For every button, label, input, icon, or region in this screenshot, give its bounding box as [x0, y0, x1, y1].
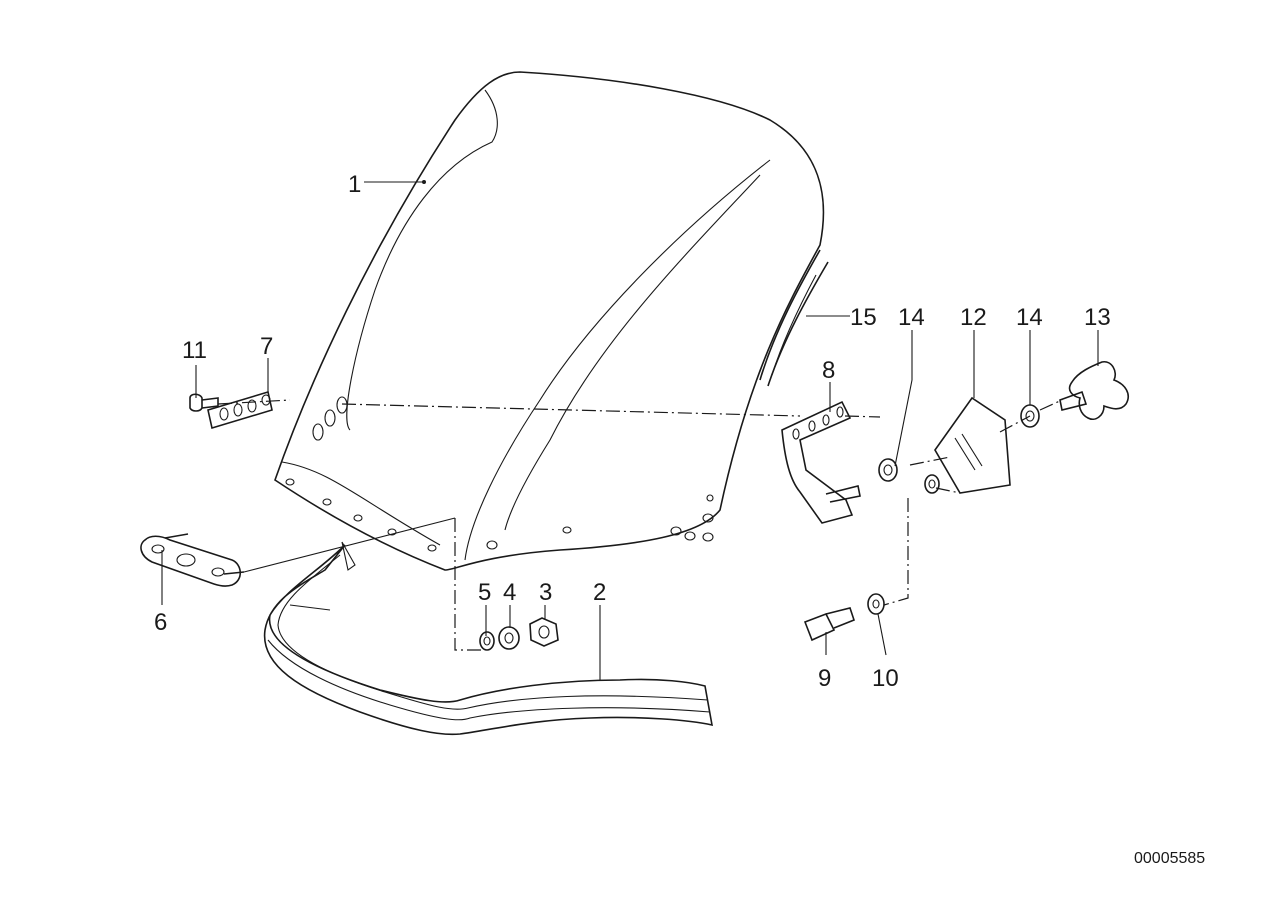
washer-part-f	[479, 631, 495, 651]
assembly-lines	[217, 399, 1063, 651]
callout-11: 11	[182, 337, 207, 364]
windscreen-part	[274, 71, 825, 571]
edge-seal-part	[263, 541, 714, 736]
washer-part-e	[498, 626, 520, 650]
callout-7: 7	[260, 333, 273, 360]
callout-8: 8	[822, 357, 835, 384]
washer-part-d	[867, 593, 885, 615]
leader-lines	[161, 180, 1099, 680]
callout-12: 12	[960, 304, 987, 331]
washer-part-a	[878, 458, 898, 482]
document-number: 00005585	[1134, 850, 1205, 867]
callout-14-left: 14	[898, 304, 925, 331]
screw-part	[189, 393, 219, 412]
nut-plate-part	[207, 390, 273, 430]
callout-labels: 1 2 3 4 5 6 7 8 9 10 11 12 13 14 14 15	[154, 171, 1111, 692]
edge-trim-part	[759, 249, 829, 387]
callout-1: 1	[348, 171, 361, 198]
adjustment-plate-part	[934, 396, 1011, 494]
nut-part	[529, 617, 559, 647]
callout-6: 6	[154, 609, 167, 636]
callout-9: 9	[818, 665, 831, 692]
washer-part-c	[924, 474, 940, 494]
mounting-bracket-part	[781, 400, 861, 524]
callout-13: 13	[1084, 304, 1111, 331]
callout-5: 5	[478, 579, 491, 606]
callout-14-right: 14	[1016, 304, 1043, 331]
callout-4: 4	[503, 579, 516, 606]
callout-15: 15	[850, 304, 877, 331]
clamping-strip-part	[140, 517, 456, 587]
callout-3: 3	[539, 579, 552, 606]
adjustment-knob-part	[1059, 361, 1129, 421]
callout-2: 2	[593, 579, 606, 606]
bolt-part	[803, 607, 855, 642]
callout-10: 10	[872, 665, 899, 692]
